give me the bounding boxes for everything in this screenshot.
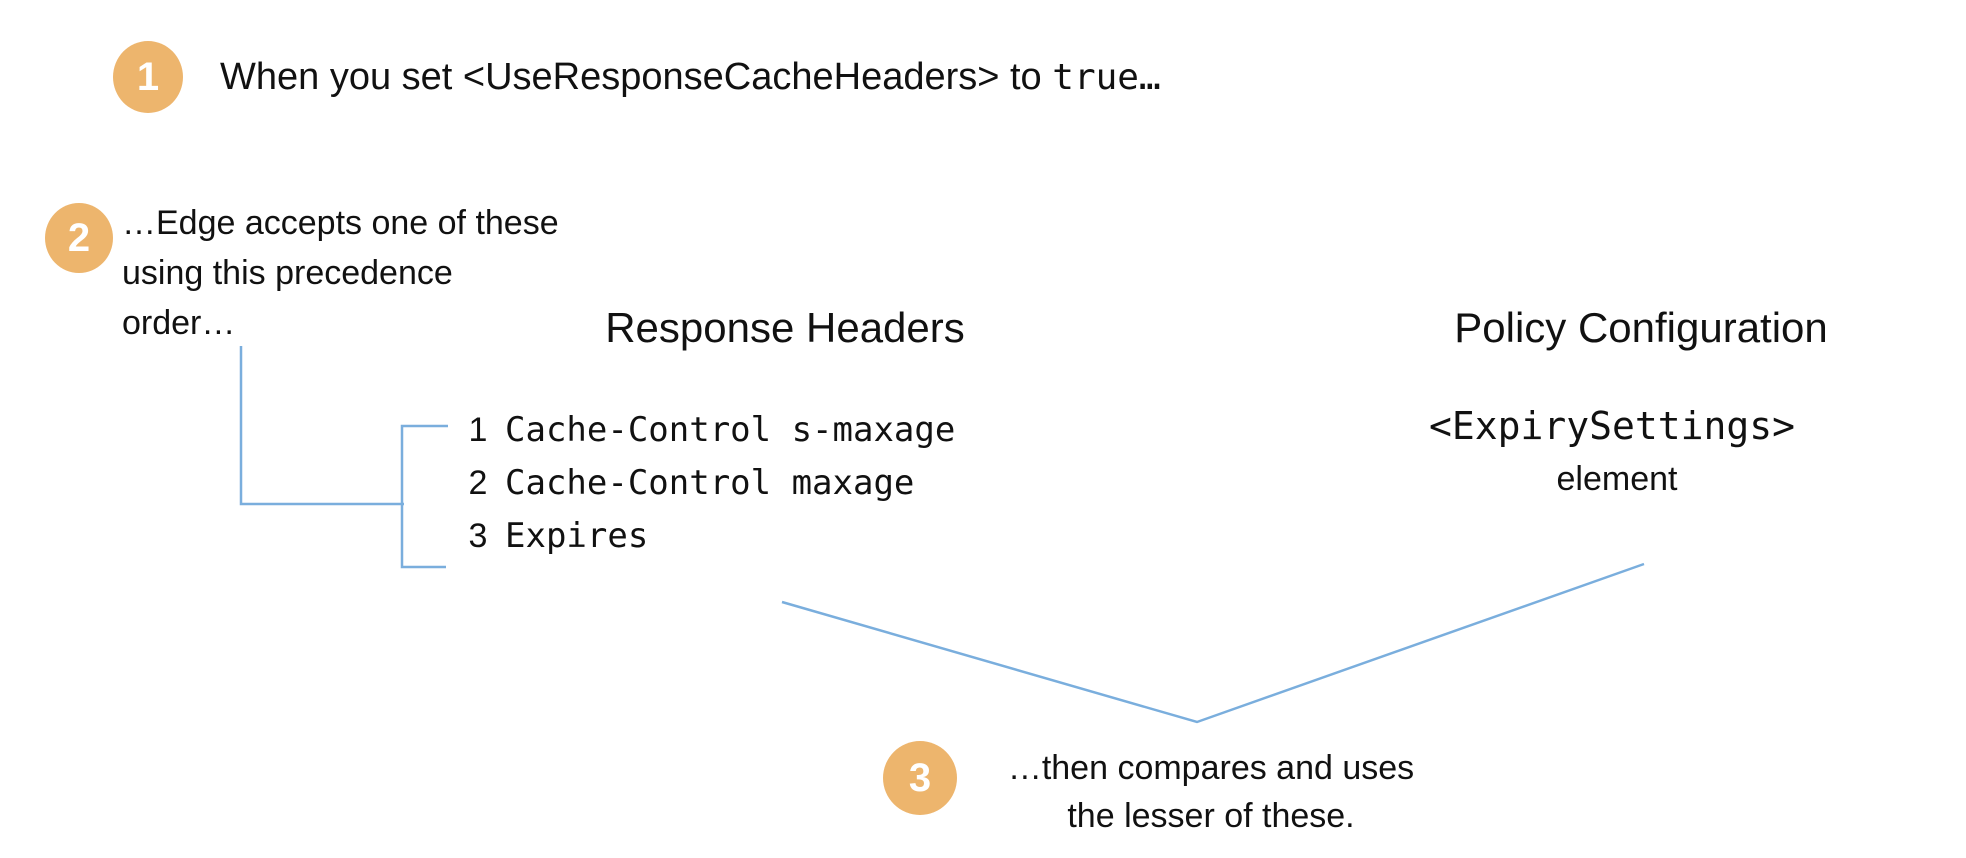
precedence-rank: 3 [468,517,488,555]
policy-configuration-heading: Policy Configuration [1454,304,1828,351]
expiry-settings-code: <ExpirySettings> [1428,404,1796,448]
precedence-rank: 1 [468,411,488,449]
compare-v-connector [781,562,1645,724]
step-2-number: 2 [67,216,91,260]
step-2-line-2: using this precedence [122,254,453,292]
step-2-text: …Edge accepts one of these using this pr… [122,198,559,348]
precedence-code: Expires [505,516,649,556]
step-3-text: …then compares and uses the lesser of th… [911,744,1511,840]
step-3-badge: 3 [883,741,957,815]
precedence-bracket [400,424,448,569]
step-3-line-1: …then compares and uses [1007,749,1415,787]
step-1-text-prefix: When you set <UseResponseCacheHeaders> t… [220,56,1053,98]
precedence-item: 1 Cache-Control s-maxage [463,410,956,463]
precedence-item: 2 Cache-Control maxage [463,463,955,516]
step-3-number: 3 [908,756,932,800]
step-1-badge: 1 [113,41,183,113]
response-headers-heading: Response Headers [605,304,965,351]
step-2-line-3: order… [122,304,236,342]
precedence-code: Cache-Control maxage [505,463,915,503]
precedence-code: Cache-Control s-maxage [505,410,956,450]
step-1-code-true: true… [1052,57,1161,98]
step-2-line-1: …Edge accepts one of these [122,204,559,242]
step2-elbow-connector [239,346,404,506]
step-2-badge: 2 [45,203,113,273]
step-3-line-2: the lesser of these. [1067,797,1355,835]
precedence-item: 3 Expires [463,516,955,569]
precedence-list: 1 Cache-Control s-maxage 2 Cache-Control… [463,410,956,569]
precedence-rank: 2 [468,464,488,502]
step-1-number: 1 [136,55,160,99]
step-1-text: When you set <UseResponseCacheHeaders> t… [220,56,1161,99]
expiry-settings-caption: element [1556,460,1678,498]
